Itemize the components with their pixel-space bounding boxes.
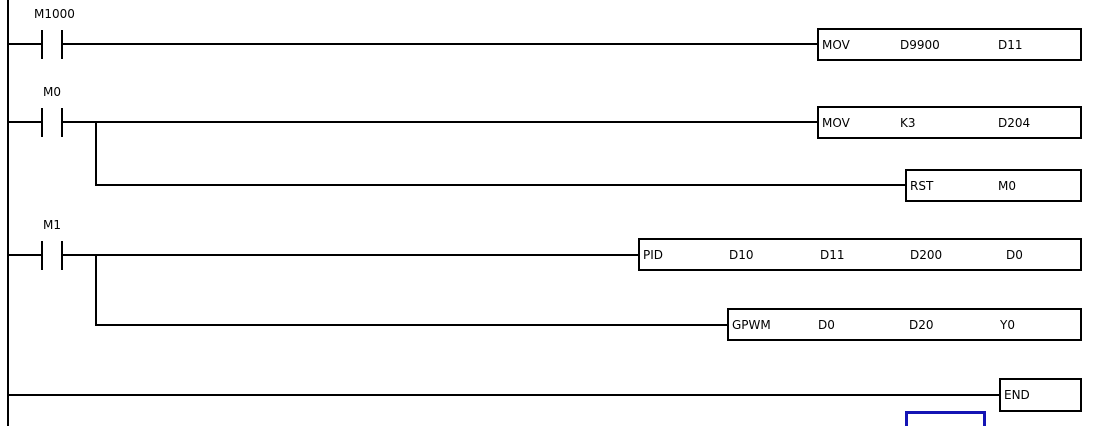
instruction-operand-2: D11 (998, 37, 1023, 52)
instruction-operand-3: D200 (910, 247, 943, 262)
contact-label-m1: M1 (43, 218, 61, 232)
instruction-operand-1: D9900 (900, 37, 940, 52)
contact-label-m1000: M1000 (34, 7, 75, 21)
rung-1-wire-right (61, 43, 819, 45)
rung-2-branch-vertical (95, 121, 97, 186)
instruction-mnemonic: MOV (822, 37, 850, 52)
instruction-box-gpwm-1[interactable]: GPWM D0 D20 Y0 (727, 308, 1082, 341)
rung-2-wire-left (7, 121, 41, 123)
rung-2-branch-wire (95, 184, 907, 186)
instruction-operand-4: D0 (1006, 247, 1023, 262)
rung-3-wire-left (7, 254, 41, 256)
instruction-mnemonic: MOV (822, 115, 850, 130)
contact-bar-left (41, 108, 43, 137)
contact-label-m0: M0 (43, 85, 61, 99)
instruction-box-mov-2[interactable]: MOV K3 D204 (817, 106, 1082, 139)
rung-3-branch-wire (95, 324, 729, 326)
rung-2-wire-right (61, 121, 819, 123)
instruction-operand-1: D0 (818, 317, 835, 332)
rung-1-wire-left (7, 43, 41, 45)
instruction-operand-1: M0 (998, 178, 1016, 193)
instruction-mnemonic: RST (910, 178, 934, 193)
rung-3-wire-right (61, 254, 640, 256)
instruction-box-rst-1[interactable]: RST M0 (905, 169, 1082, 202)
instruction-operand-1: K3 (900, 115, 916, 130)
instruction-mnemonic: END (1004, 388, 1030, 402)
instruction-box-mov-1[interactable]: MOV D9900 D11 (817, 28, 1082, 61)
selection-cursor[interactable] (905, 411, 986, 426)
rung-4-wire (7, 394, 1001, 396)
instruction-box-end-1[interactable]: END (999, 378, 1082, 412)
instruction-mnemonic: PID (643, 247, 664, 262)
instruction-operand-2: D204 (998, 115, 1031, 130)
instruction-box-pid-1[interactable]: PID D10 D11 D200 D0 (638, 238, 1082, 271)
instruction-operand-2: D20 (909, 317, 934, 332)
rung-3-branch-vertical (95, 254, 97, 326)
left-power-rail (7, 0, 9, 426)
instruction-operand-1: D10 (729, 247, 754, 262)
instruction-operand-3: Y0 (1000, 317, 1015, 332)
contact-bar-left (41, 241, 43, 270)
contact-bar-left (41, 30, 43, 59)
instruction-operand-2: D11 (820, 247, 845, 262)
instruction-mnemonic: GPWM (732, 317, 771, 332)
